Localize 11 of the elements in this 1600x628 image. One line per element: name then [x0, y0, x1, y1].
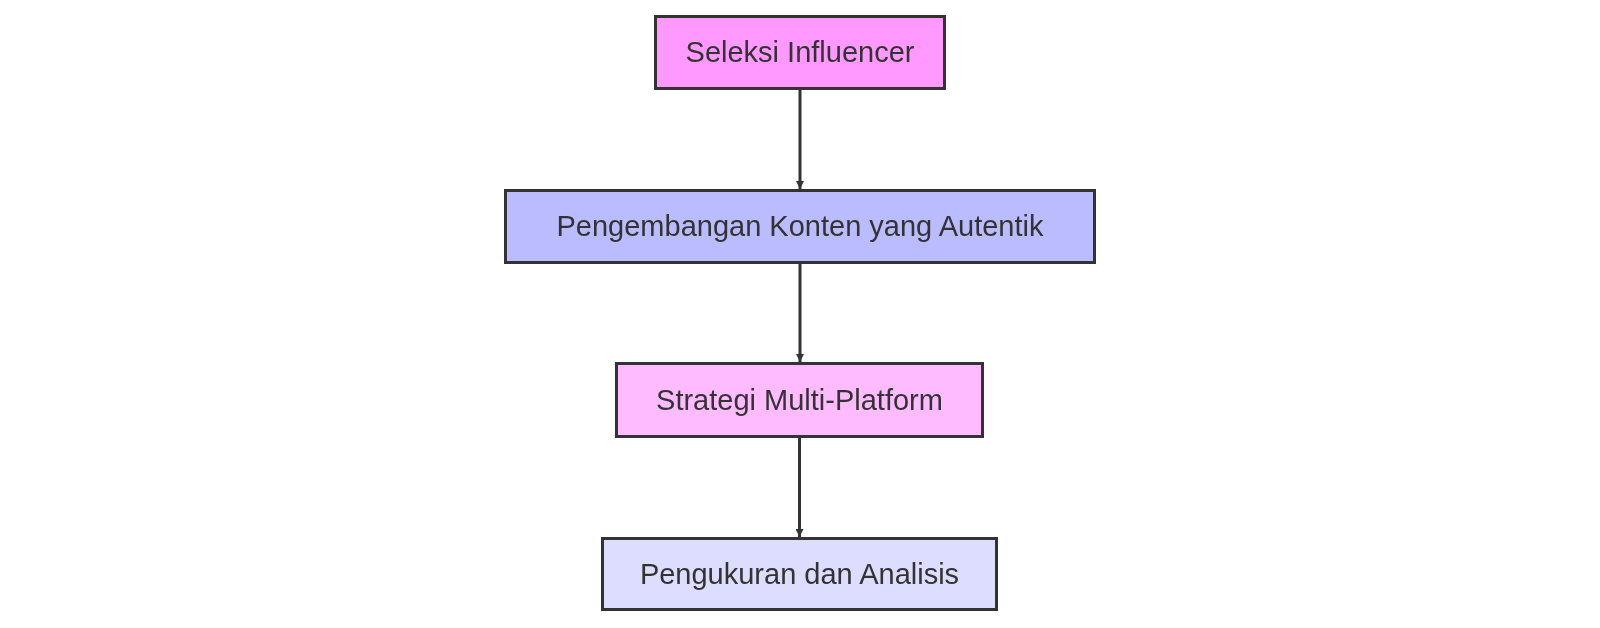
box-label: Pengukuran dan Analisis — [639, 557, 960, 591]
process-box — [615, 362, 984, 438]
box-label: Seleksi Influencer — [685, 36, 915, 69]
arrow — [795, 438, 804, 537]
process-box — [601, 537, 998, 611]
process-box — [504, 189, 1096, 264]
box-label: Strategi Multi-Platform — [656, 383, 943, 417]
arrow — [796, 264, 804, 362]
process-box — [654, 15, 946, 90]
box-label: Pengembangan Konten yang Autentik — [556, 210, 1044, 243]
arrow — [796, 90, 804, 189]
